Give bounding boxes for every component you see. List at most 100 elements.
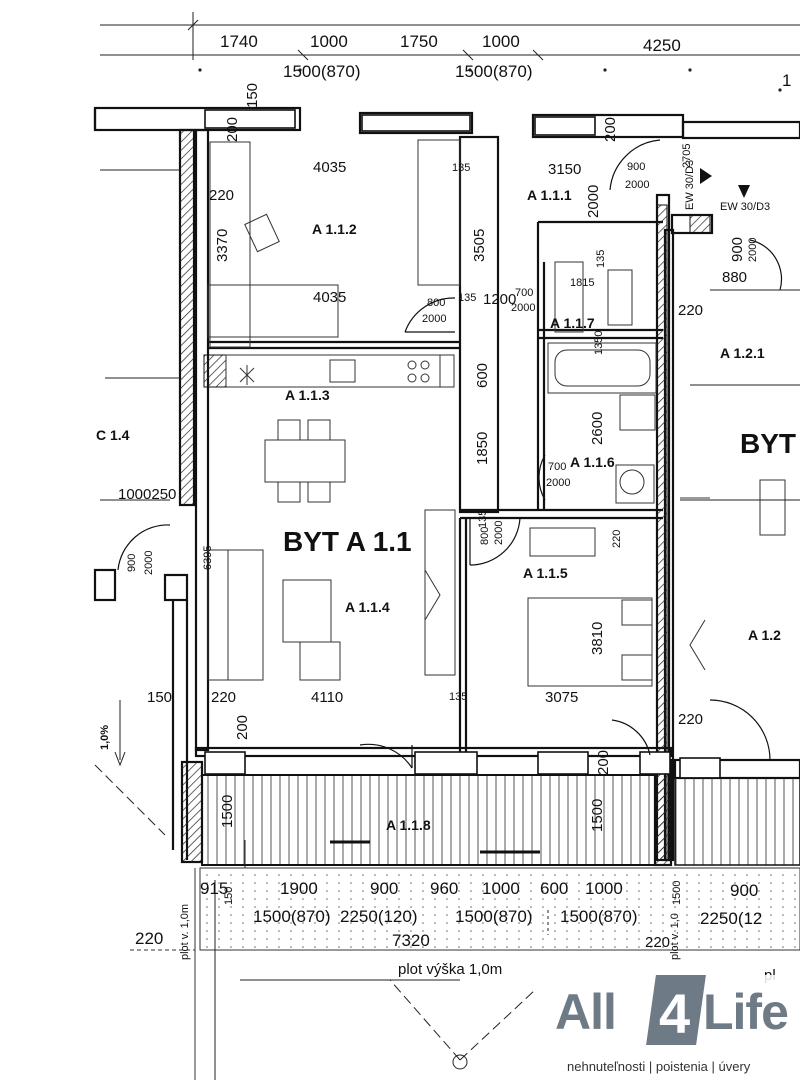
dim-2000c: 2000 xyxy=(422,313,447,325)
arrow-markers xyxy=(700,168,750,198)
dim-135d: 135 xyxy=(477,509,489,528)
ew-label-1: EW 30/D3 xyxy=(684,159,696,210)
dim-3370: 3370 xyxy=(214,228,231,262)
bot-dim-150: 150 xyxy=(223,886,235,905)
windows xyxy=(204,109,721,779)
dim-900: 900 xyxy=(627,161,646,173)
top-dim-4250: 4250 xyxy=(643,36,681,55)
bot-window-2: 2250(120) xyxy=(340,907,418,926)
dim-2600: 2600 xyxy=(589,411,606,445)
dim-800: 800 xyxy=(427,297,446,309)
logo-tagline: nehnuteľnosti | poistenia | úvery xyxy=(567,1059,751,1074)
dim-3810: 3810 xyxy=(589,621,606,655)
room-a117: A 1.1.7 xyxy=(550,315,595,331)
dim-2000f: 2000 xyxy=(143,550,155,575)
top-window-1: 1500(870) xyxy=(283,62,361,81)
apartment-title-2: BYT xyxy=(740,428,796,459)
dim-220d: 220 xyxy=(678,302,704,319)
dim-220b: 220 xyxy=(611,529,623,548)
dim-700a: 700 xyxy=(515,287,534,299)
dim-4035a: 4035 xyxy=(313,159,347,176)
room-a115: A 1.1.5 xyxy=(523,565,568,581)
dim-2000e: 2000 xyxy=(546,477,571,489)
dim-3075: 3075 xyxy=(545,689,579,706)
dim-220e: 220 xyxy=(678,711,704,728)
bot-window-5: 2250(12 xyxy=(700,909,763,928)
bot-window-1: 1500(870) xyxy=(253,907,331,926)
dim-1850: 1850 xyxy=(474,431,491,465)
fence-label-1: plot v. 1,0m xyxy=(179,903,191,960)
company-logo: All 4 Life nehnuteľnosti | poistenia | ú… xyxy=(555,975,800,1080)
dim-1200: 1200 xyxy=(483,291,517,308)
dim-2000a: 2000 xyxy=(625,179,650,191)
top-dim-1000a: 1000 xyxy=(310,32,348,51)
dim-150: 150 xyxy=(244,82,261,108)
ew-label-2: EW 30/D3 xyxy=(720,201,771,213)
dim-600: 600 xyxy=(474,362,491,388)
room-a111: A 1.1.1 xyxy=(527,187,572,203)
bot-dim-1000b: 1000 xyxy=(585,879,623,898)
room-a112: A 1.1.2 xyxy=(312,221,357,237)
room-c14: C 1.4 xyxy=(96,427,130,443)
bot-dim-915: 915 xyxy=(200,879,229,898)
top-corner: 1 xyxy=(782,71,792,90)
dim-3150: 3150 xyxy=(548,161,582,178)
logo-text-life: Life xyxy=(703,984,789,1040)
dim-1350: 1350 xyxy=(593,330,605,355)
misc-lines xyxy=(94,169,800,1080)
dim-1815: 1815 xyxy=(570,277,595,289)
top-dim-1750: 1750 xyxy=(400,32,438,51)
bot-dim-1000: 1000 xyxy=(482,879,520,898)
dim-800b: 800 xyxy=(479,526,491,545)
bot-dim-1500: 1500 xyxy=(671,880,683,905)
room-a114: A 1.1.4 xyxy=(345,599,390,615)
bot-dim-1900: 1900 xyxy=(280,879,318,898)
kitchen-x xyxy=(239,365,255,385)
dim-880: 880 xyxy=(722,269,748,286)
room-a118: A 1.1.8 xyxy=(386,817,431,833)
bot-dim-220b: 220 xyxy=(645,934,671,951)
fence-height-label: plot výška 1,0m xyxy=(398,961,503,978)
slope-label: 1,0% xyxy=(99,724,111,750)
dim-2000g: 2000 xyxy=(493,520,505,545)
fence-label-2: plot v. 1,0 xyxy=(669,913,681,960)
top-dim-1740: 1740 xyxy=(220,32,258,51)
bot-dim-900b: 900 xyxy=(730,881,759,900)
dim-900c: 900 xyxy=(729,236,746,262)
dim-2000b: 2000 xyxy=(585,184,602,218)
hatched-walls xyxy=(179,129,711,866)
dim-135e: 135 xyxy=(449,691,468,703)
dim-2000h: 2000 xyxy=(747,237,759,262)
apartment-title: BYT A 1.1 xyxy=(283,526,412,557)
dim-4035b: 4035 xyxy=(313,289,347,306)
top-dots xyxy=(198,68,782,92)
terrace xyxy=(130,867,800,1080)
room-a116: A 1.1.6 xyxy=(570,454,615,470)
top-window-2: 1500(870) xyxy=(455,62,533,81)
dim-3505: 3505 xyxy=(471,228,488,262)
dim-2000d: 2000 xyxy=(511,302,536,314)
dim-700b: 700 xyxy=(548,461,567,473)
dim-4110: 4110 xyxy=(311,689,344,706)
dim-200b: 200 xyxy=(602,116,619,142)
balcony xyxy=(201,774,800,866)
dim-1500a: 1500 xyxy=(219,794,236,828)
bot-window-4: 1500(870) xyxy=(560,907,638,926)
door-swings xyxy=(117,139,783,769)
dim-6395: 6395 xyxy=(202,545,214,570)
top-dimension-lines xyxy=(100,12,800,61)
bot-dim-960: 960 xyxy=(430,879,459,898)
top-dim-1000b: 1000 xyxy=(482,32,520,51)
dim-220c: 220 xyxy=(211,689,237,706)
room-a121: A 1.2.1 xyxy=(720,345,765,361)
bot-dim-220: 220 xyxy=(135,929,164,948)
dim-200: 200 xyxy=(234,714,251,740)
dim-220a: 220 xyxy=(209,187,235,204)
bot-dim-7320: 7320 xyxy=(392,931,430,950)
bot-dim-900: 900 xyxy=(370,879,399,898)
dim-150: 150 xyxy=(147,689,173,706)
dim-135b: 135 xyxy=(458,292,477,304)
dim-900b: 900 xyxy=(126,553,138,572)
